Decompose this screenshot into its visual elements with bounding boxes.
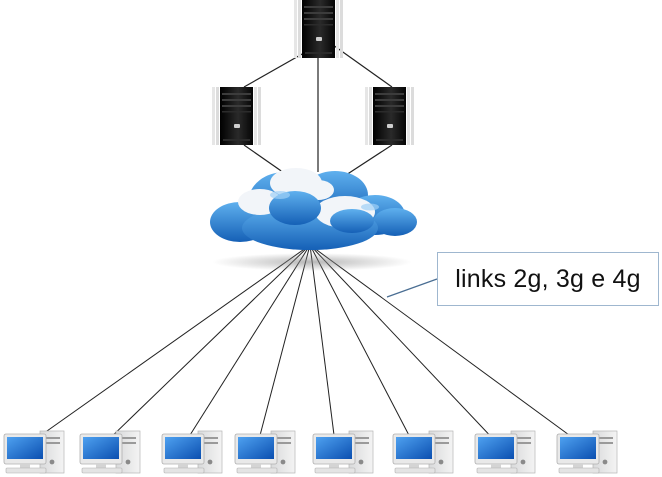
server-top-icon	[294, 0, 343, 58]
workstation-3-icon	[161, 430, 223, 474]
workstation-5-icon	[312, 430, 374, 474]
callout-box: links 2g, 3g e 4g	[437, 252, 659, 306]
workstation-7-icon	[474, 430, 536, 474]
workstation-2-icon	[79, 430, 141, 474]
server-left-icon	[212, 87, 261, 145]
workstation-4-icon	[234, 430, 296, 474]
server-right-icon	[365, 87, 414, 145]
workstation-8-icon	[556, 430, 618, 474]
network-cloud-icon	[210, 168, 417, 271]
callout-connector	[386, 278, 438, 298]
workstation-1-icon	[3, 430, 65, 474]
workstation-6-icon	[392, 430, 454, 474]
callout-text: links 2g, 3g e 4g	[455, 264, 641, 293]
workstation-links	[29, 244, 581, 444]
